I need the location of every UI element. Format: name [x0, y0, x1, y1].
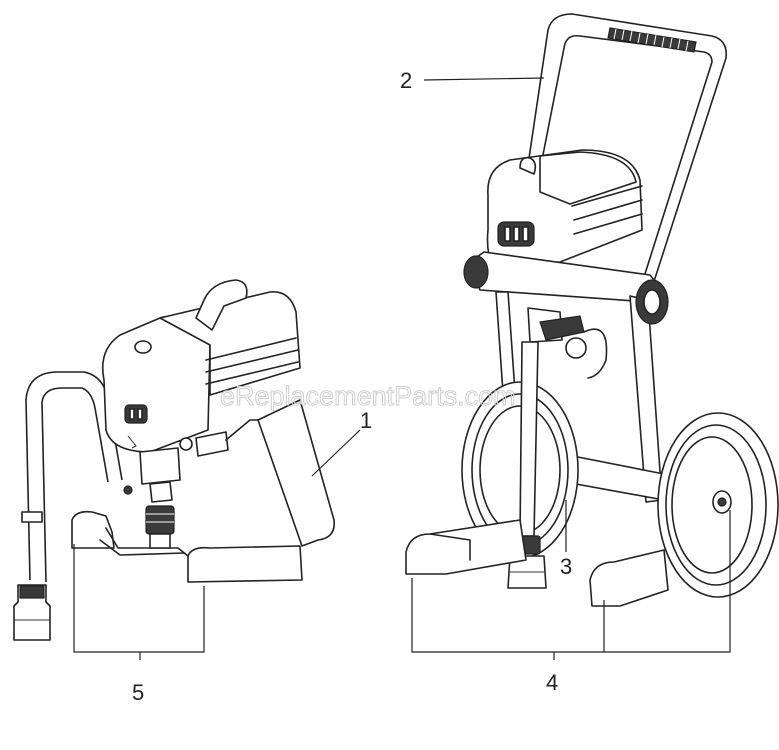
- callout-2: 2: [400, 68, 412, 93]
- cart-foot-left: [405, 519, 527, 575]
- motor-housing: [486, 149, 643, 267]
- handle-grip: [607, 27, 697, 53]
- carry-handle: [195, 279, 248, 331]
- watermark: eReplacementParts.com: [220, 381, 516, 411]
- prime-valve: [195, 431, 229, 457]
- inlet-valve: [145, 505, 175, 535]
- inlet-strainer: [13, 584, 51, 641]
- stand-sprayer: [13, 279, 335, 641]
- fluid-section: [139, 447, 181, 485]
- callout-4: 4: [546, 670, 558, 695]
- cart-sprayer: [405, 13, 779, 607]
- stand-leg-rear: [257, 399, 335, 547]
- pressure-knob: [124, 404, 148, 424]
- siphon-tube: [519, 341, 539, 537]
- callout-1: 1: [360, 408, 372, 433]
- suction-tube-inner: [41, 387, 109, 583]
- callout-3: 3: [560, 554, 572, 579]
- left-knob: [463, 255, 489, 289]
- callout-leaders: [73, 77, 731, 660]
- cart-foot-right: [589, 549, 669, 607]
- stand-foot-right: [187, 545, 303, 583]
- stand-rail: [105, 527, 189, 557]
- tube-clamp: [21, 511, 43, 523]
- callout-5: 5: [132, 680, 144, 705]
